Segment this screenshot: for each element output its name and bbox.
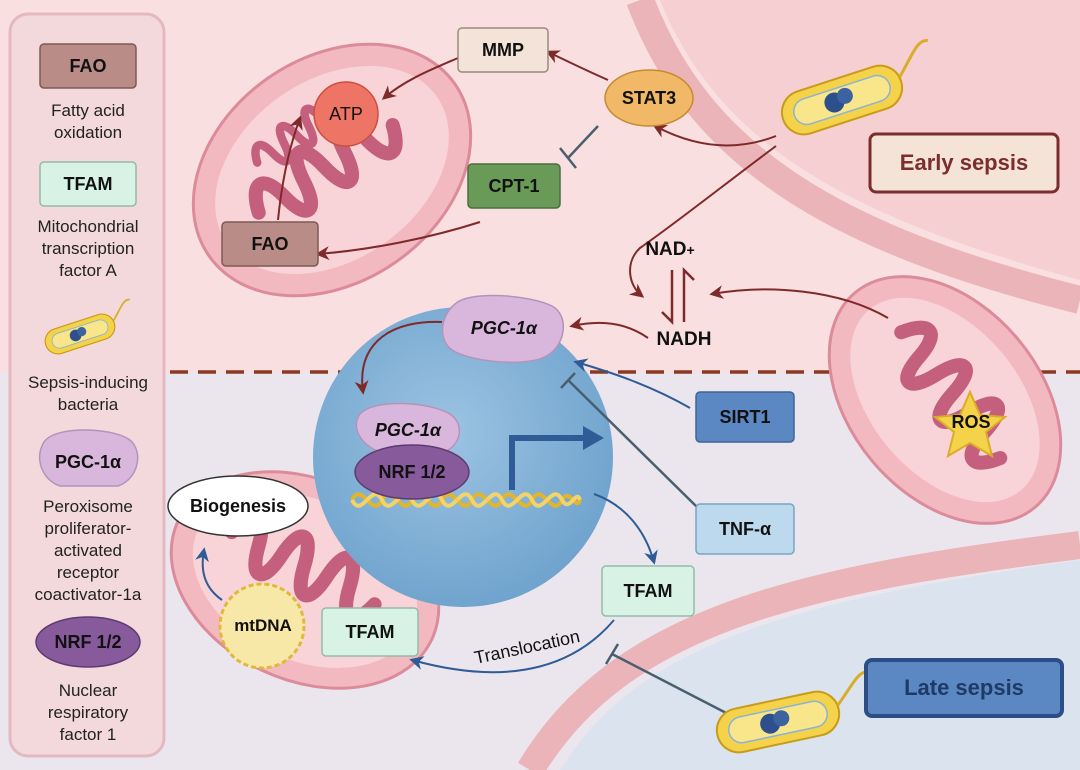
legend-nrf-tag: NRF 1/2	[54, 631, 122, 652]
fao-node: FAO	[251, 233, 289, 254]
red-arrows	[277, 50, 889, 395]
legend-pgc-description: Peroxisome proliferator- activated recep…	[34, 497, 142, 604]
tfam-mitochondria-node: TFAM	[345, 621, 395, 642]
sirt1-node: SIRT1	[719, 406, 771, 427]
legend-pgc-tag: PGC-1α	[54, 451, 122, 472]
legend-bacteria-description: Sepsis-inducing bacteria	[27, 373, 148, 414]
cpt1-node: CPT-1	[488, 175, 540, 196]
tfam-outside-node: TFAM	[623, 580, 673, 601]
nrf-node: NRF 1/2	[378, 461, 446, 482]
mtdna-label: mtDNA	[234, 616, 292, 635]
stat3-node: STAT3	[621, 87, 677, 108]
pgc-1a-top: PGC-1α	[470, 317, 538, 338]
nad-label: NAD+	[645, 239, 695, 260]
legend-fao-description: Fatty acid oxidation	[51, 101, 125, 142]
mtdna-ring	[218, 582, 306, 670]
inhibition-lines	[559, 125, 733, 718]
legend-fao-tag: FAO	[69, 55, 107, 76]
legend-nrf-description: Nuclear respiratory factor 1	[47, 681, 129, 744]
biogenesis-label: Biogenesis	[189, 495, 287, 516]
pgc-1a-bottom: PGC-1α	[374, 419, 442, 440]
mitochondrion-right	[827, 275, 1063, 525]
legend-tfam-description: Mitochondrial transcription factor A	[37, 217, 139, 280]
ros-star	[932, 389, 1008, 459]
ros-node: ROS	[951, 411, 991, 432]
mmp-node: MMP	[482, 39, 524, 60]
blue-arrows	[195, 358, 691, 674]
legend-tfam-tag: TFAM	[63, 173, 113, 194]
late-sepsis-badge: Late sepsis	[904, 675, 1024, 700]
nadh-label: NADH	[656, 329, 712, 350]
early-sepsis-badge: Early sepsis	[899, 150, 1029, 175]
atp-node: ATP	[329, 103, 363, 124]
nucleus	[313, 307, 613, 607]
tnf-node: TNF-α	[718, 518, 772, 539]
